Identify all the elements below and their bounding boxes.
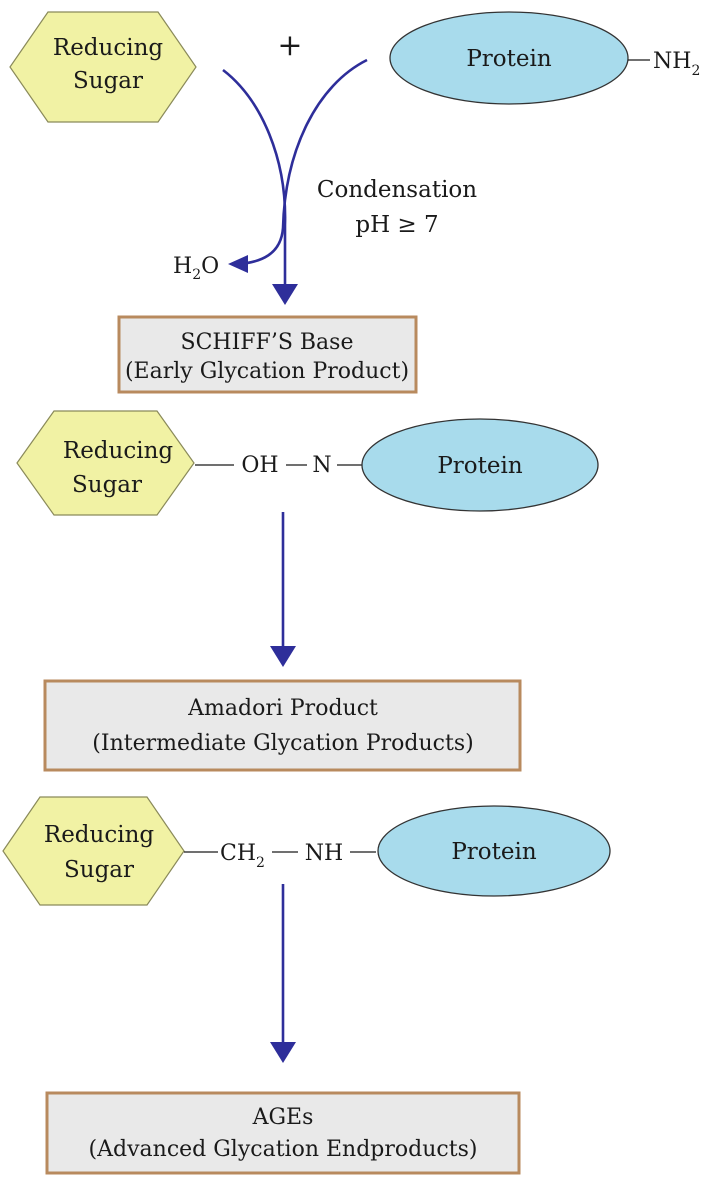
- schiff-protein-label: Protein: [437, 453, 523, 479]
- amadori-structure: Reducing Sugar CH2 NH Protein: [2, 796, 611, 906]
- amadori-ch2: CH2: [220, 841, 265, 871]
- schiff-protein-ellipse: [361, 418, 599, 512]
- amadori-box-frame: [43, 679, 522, 772]
- schiff-structure: Reducing Sugar OH N Protein: [16, 410, 599, 516]
- schiff-box-frame: [117, 315, 418, 394]
- ages-box-subtitle: (Advanced Glycation Endproducts): [89, 1137, 478, 1162]
- reactant-protein: Protein NH2: [389, 11, 700, 105]
- schiff-sugar-line2: Sugar: [72, 472, 142, 498]
- schiff-base-box: SCHIFF’S Base (Early Glycation Product): [117, 315, 418, 394]
- sugar-label-line2: Sugar: [73, 68, 143, 94]
- protein-condensation-arrow: [239, 58, 368, 266]
- schiff-sugar-hexagon: [16, 410, 195, 516]
- schiff-box-title: SCHIFF’S Base: [181, 330, 354, 355]
- reactant-sugar: Reducing Sugar: [9, 11, 197, 123]
- schiff-n: N: [312, 453, 331, 478]
- sugar-hexagon: [9, 11, 197, 123]
- arrowhead-water: [228, 255, 248, 273]
- ages-box: AGEs (Advanced Glycation Endproducts): [45, 1091, 521, 1175]
- arrowhead-down-2: [270, 646, 296, 667]
- schiff-box-subtitle: (Early Glycation Product): [125, 359, 409, 384]
- sugar-label-line1: Reducing: [53, 35, 164, 61]
- arrowhead-down-3: [270, 1042, 296, 1063]
- amadori-sugar-hexagon: [2, 796, 185, 906]
- protein-label: Protein: [466, 46, 552, 72]
- condition-label: Condensation: [317, 177, 477, 203]
- amadori-box-title: Amadori Product: [187, 696, 378, 721]
- amadori-nh: NH: [305, 841, 343, 866]
- plus-sign: +: [277, 28, 302, 63]
- schiff-sugar-line1: Reducing: [63, 438, 174, 464]
- sugar-condensation-arrow: [222, 68, 287, 292]
- ages-box-frame: [45, 1091, 521, 1175]
- ages-box-title: AGEs: [252, 1105, 314, 1130]
- amadori-box-subtitle: (Intermediate Glycation Products): [92, 731, 473, 756]
- amadori-product-box: Amadori Product (Intermediate Glycation …: [43, 679, 522, 772]
- amadori-protein-label: Protein: [451, 839, 537, 865]
- amadori-sugar-line2: Sugar: [64, 857, 134, 883]
- protein-ellipse: [389, 11, 629, 105]
- water-byproduct: H2O: [173, 254, 219, 283]
- arrowhead-down-1: [272, 284, 298, 305]
- amadori-protein-ellipse: [377, 805, 611, 897]
- schiff-oh: OH: [241, 453, 278, 478]
- amadori-sugar-line1: Reducing: [44, 822, 155, 848]
- ph-label: pH ≥ 7: [355, 212, 438, 238]
- amine-group: NH2: [653, 49, 700, 79]
